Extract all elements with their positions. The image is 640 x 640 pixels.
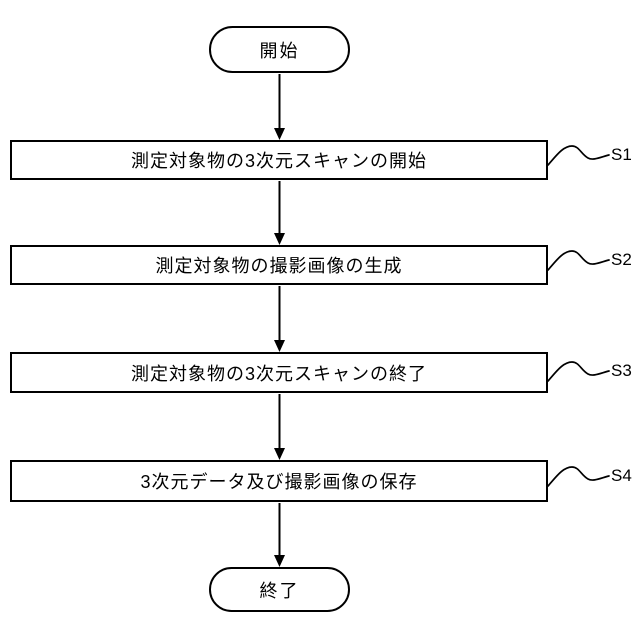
process-box-step3: 測定対象物の3次元スキャンの終了 bbox=[10, 352, 548, 393]
start-node: 開始 bbox=[209, 26, 350, 73]
arrow-step4-to-end bbox=[274, 503, 285, 567]
process-box-step3-label: 測定対象物の3次元スキャンの終了 bbox=[130, 363, 427, 384]
process-box-step4: 3次元データ及び撮影画像の保存 bbox=[10, 460, 548, 502]
process-box-step2-label: 測定対象物の撮影画像の生成 bbox=[155, 256, 403, 276]
step-ref-s3: S3 bbox=[611, 361, 632, 380]
arrow-step1-to-step2 bbox=[274, 181, 285, 245]
step-ref-s4: S4 bbox=[611, 466, 632, 485]
end-node-label: 終了 bbox=[259, 580, 300, 601]
leader-squiggle-s3 bbox=[547, 361, 610, 382]
process-box-step4-label: 3次元データ及び撮影画像の保存 bbox=[140, 472, 418, 492]
step-ref-s2: S2 bbox=[611, 250, 632, 269]
arrow-start-to-step1 bbox=[274, 74, 285, 140]
arrow-step3-to-step4 bbox=[274, 394, 285, 460]
process-box-step2: 測定対象物の撮影画像の生成 bbox=[10, 245, 548, 285]
start-node-label: 開始 bbox=[259, 40, 300, 61]
leader-squiggle-s2 bbox=[547, 250, 610, 271]
leader-squiggle-s1 bbox=[547, 145, 610, 166]
process-box-step1: 測定対象物の3次元スキャンの開始 bbox=[10, 140, 548, 180]
end-node: 終了 bbox=[209, 567, 350, 612]
arrow-step2-to-step3 bbox=[274, 286, 285, 352]
step-ref-s1: S1 bbox=[611, 145, 632, 164]
process-box-step1-label: 測定対象物の3次元スキャンの開始 bbox=[130, 151, 427, 171]
leader-squiggle-s4 bbox=[547, 466, 610, 487]
